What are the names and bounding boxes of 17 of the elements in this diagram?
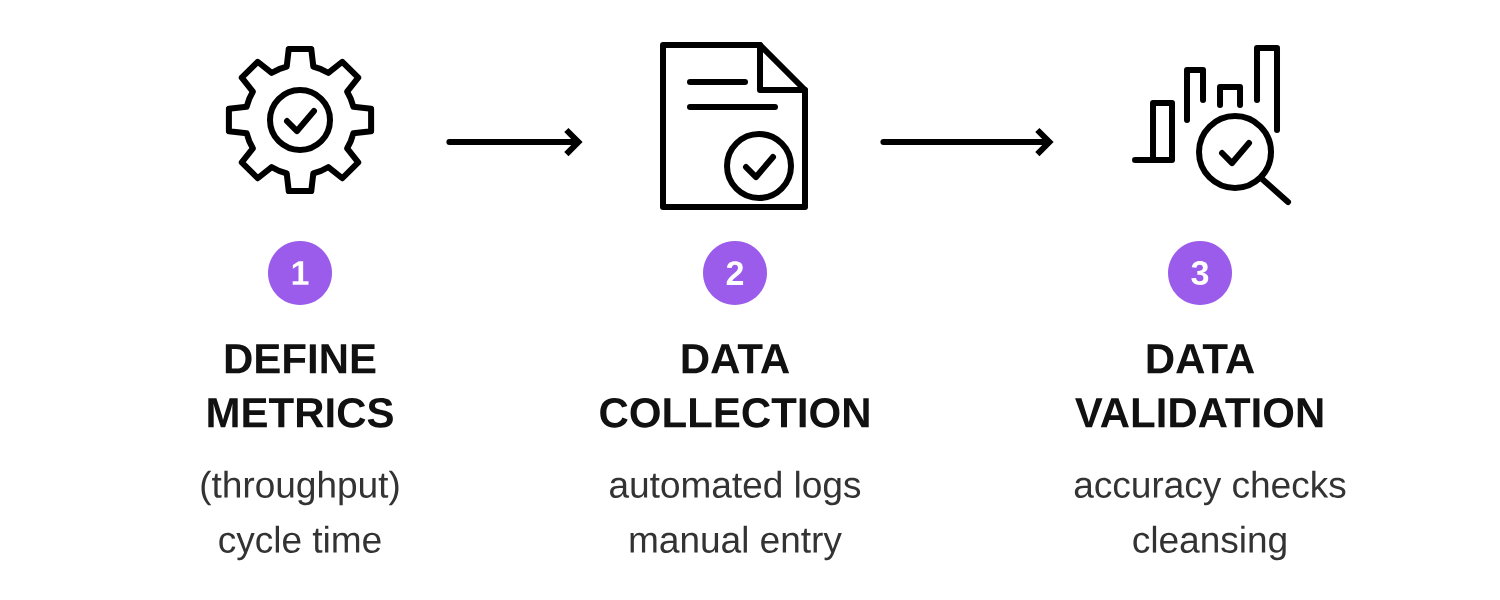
step-title: DATA VALIDATION xyxy=(1075,344,1323,428)
arrow xyxy=(880,127,1054,157)
step-description: cleansing xyxy=(1133,525,1286,561)
step-description: manual entry xyxy=(630,525,842,561)
step-description: automated logs xyxy=(610,470,861,506)
chart-search-icon xyxy=(1132,45,1291,205)
arrow xyxy=(446,127,583,157)
step-description: (throughput) xyxy=(201,470,399,506)
step-number: 3 xyxy=(1168,241,1232,305)
step-number: 2 xyxy=(703,241,767,305)
gear-icon xyxy=(225,45,375,195)
document-icon xyxy=(660,42,808,210)
step-description: accuracy checks xyxy=(1074,470,1346,506)
step-title: DATA COLLECTION xyxy=(600,344,869,428)
step-title: DEFINE METRICS xyxy=(208,344,393,428)
step-number: 1 xyxy=(268,241,332,305)
step-description: cycle time xyxy=(219,525,381,561)
